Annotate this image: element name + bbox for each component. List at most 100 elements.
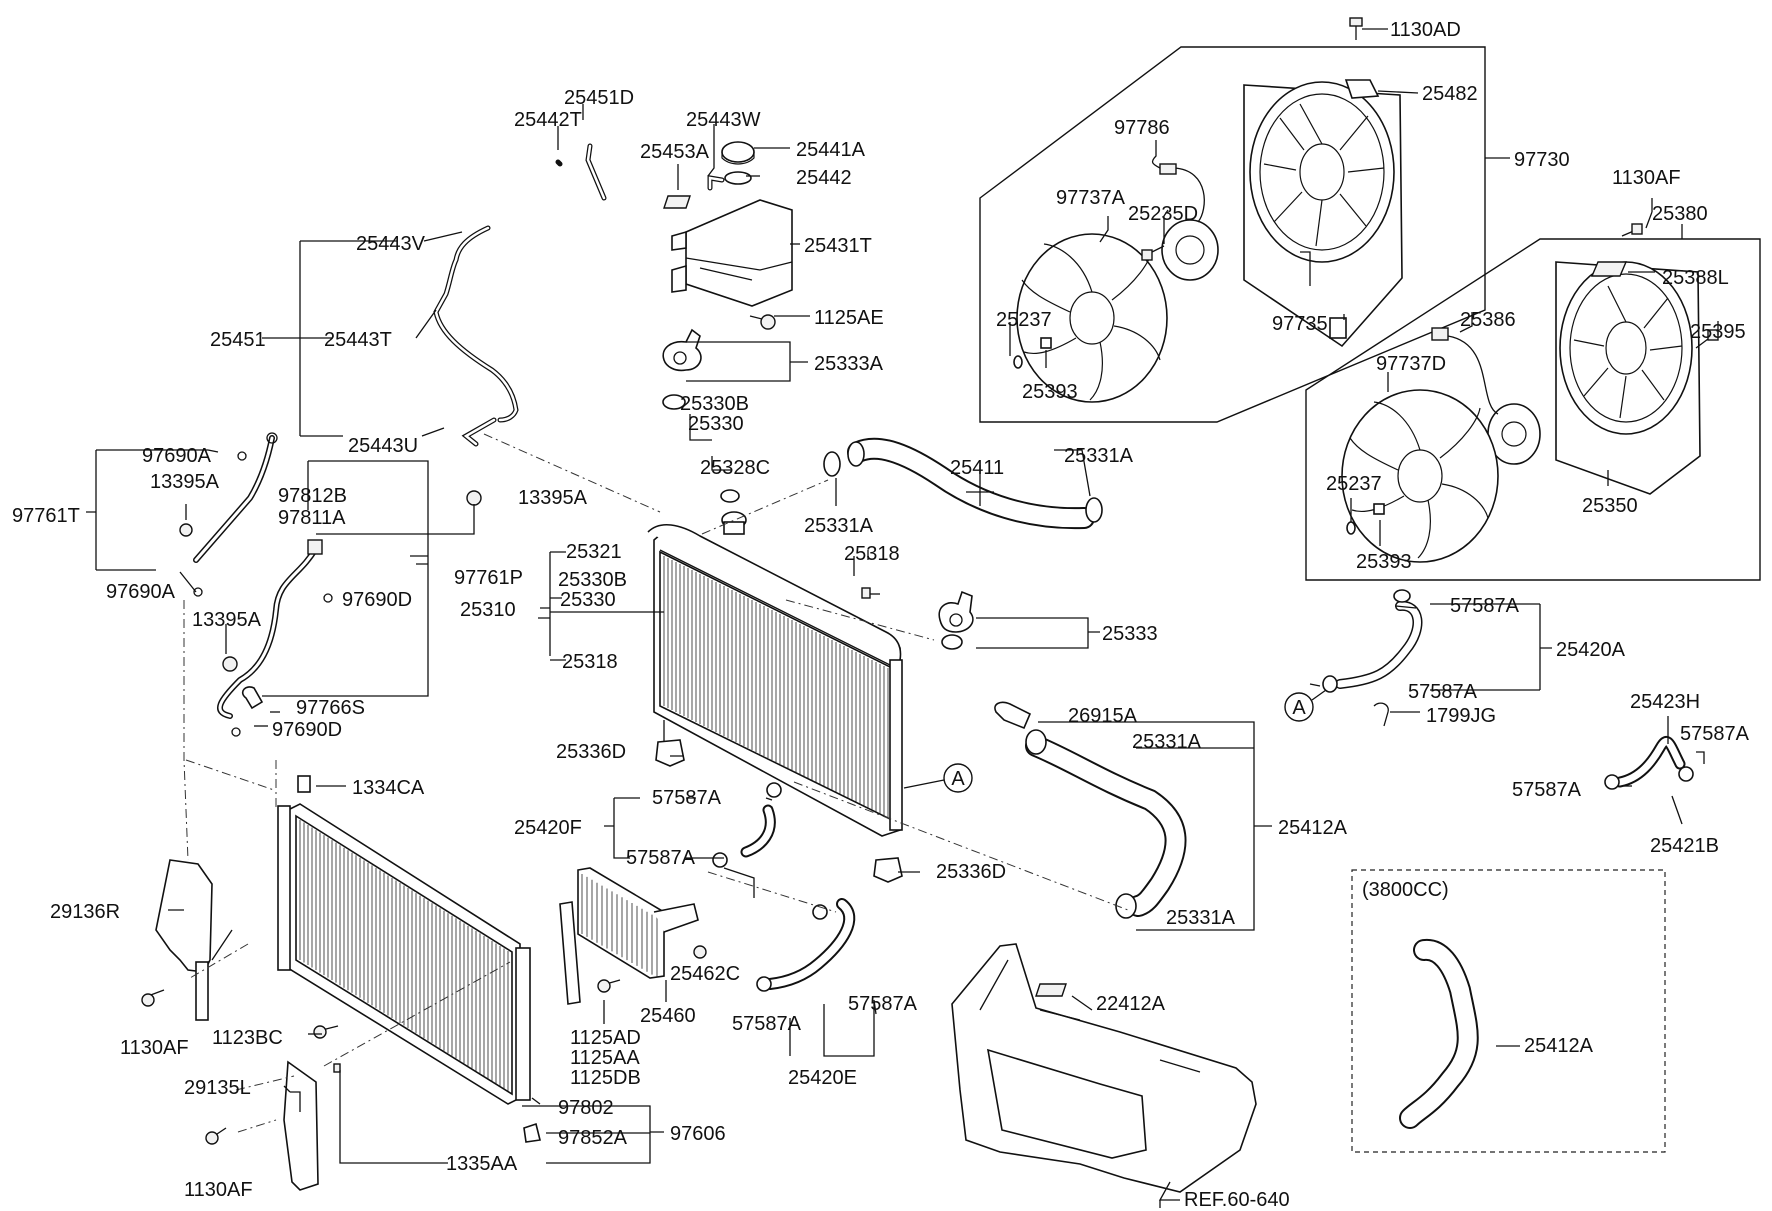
label-57587A-b: 57587A: [1408, 681, 1478, 703]
oring-97690D-a: [323, 593, 333, 603]
label-25310: 25310: [460, 599, 516, 621]
drain-plug-25318: [861, 587, 880, 599]
radiator-25310: [647, 524, 903, 837]
fan-motor-25235D-upper: [1159, 163, 1219, 281]
label-25331A-a: 25331A: [1064, 445, 1134, 467]
hose-clamp-25331A-a: [823, 451, 841, 477]
label-57587A-h: 57587A: [732, 1013, 802, 1035]
label-25453A: 25453A: [640, 141, 710, 163]
label-25386: 25386: [1460, 309, 1516, 331]
label-25443W: 25443W: [686, 109, 761, 131]
reservoir-tank-25431T: [671, 199, 793, 307]
label-25388L: 25388L: [1662, 267, 1729, 289]
label-97811A: 97811A: [278, 507, 346, 529]
hose-clamp-25331A-d: [1115, 893, 1137, 919]
label-1125AA: 1125AA: [570, 1047, 640, 1069]
hose-25420E: [756, 898, 856, 992]
clip-1799JG: [1373, 702, 1389, 727]
label-25331A-d: 25331A: [1166, 907, 1236, 929]
bolt-1125AE: [749, 314, 776, 330]
label-25333A: 25333A: [814, 353, 884, 375]
label-25328C: 25328C: [700, 457, 770, 479]
clip-25393-lower: [1373, 503, 1385, 515]
clip-1335AA: [333, 1063, 341, 1073]
bracket-97852A: [523, 1122, 541, 1143]
label-1123BC: 1123BC: [212, 1027, 283, 1049]
label-97802: 97802: [558, 1097, 614, 1119]
label-25411: 25411: [950, 457, 1004, 479]
label-1125AE: 1125AE: [814, 307, 884, 329]
label-97761P: 97761P: [454, 567, 523, 589]
label-29136R: 29136R: [50, 901, 120, 923]
label-97606: 97606: [670, 1123, 726, 1145]
label-25451D: 25451D: [564, 87, 634, 109]
condenser-97606: [277, 803, 531, 1105]
hose-clamp-25331A-b: [1085, 497, 1103, 523]
label-25462C: 25462C: [670, 963, 740, 985]
label-25442T: 25442T: [514, 109, 582, 131]
ac-line-97761P: [217, 539, 323, 719]
air-guard-29135L: [283, 1060, 319, 1191]
label-97730: 97730: [1514, 149, 1570, 171]
label-25451: 25451: [210, 329, 266, 351]
leader-lines: [86, 28, 1719, 1208]
label-1130AD: 1130AD: [1390, 19, 1461, 41]
fan-blade-97737A: [1016, 233, 1168, 403]
overflow-pipe-25451: [433, 143, 607, 447]
carrier-front-end-22412A: [951, 943, 1257, 1193]
label-97761T: 97761T: [12, 505, 80, 527]
label-25431T: 25431T: [804, 235, 872, 257]
label-22412A: 22412A: [1096, 993, 1166, 1015]
label-97690A-a: 97690A: [142, 445, 212, 467]
mount-insulator-25336D-upper: [655, 739, 685, 767]
label-57587A-e: 57587A: [652, 787, 722, 809]
hose-clamp-25331A-c: [1025, 729, 1047, 755]
label-57587A-c: 57587A: [1680, 723, 1750, 745]
lower-hose-25412A: [1025, 735, 1187, 917]
label-25321: 25321: [566, 541, 622, 563]
radiator-bushing-25330B: [662, 394, 686, 410]
mount-insulator-25336D-lower: [873, 857, 903, 883]
label-1130AF-top: 1130AF: [1612, 167, 1681, 189]
label-25237-lower: 25237: [1326, 473, 1382, 495]
label-25460: 25460: [640, 1005, 696, 1027]
label-1125DB: 1125DB: [570, 1067, 641, 1089]
label-1335AA: 1335AA: [446, 1153, 518, 1175]
air-guard-29136R: [155, 859, 213, 1021]
label-25330B-b: 25330B: [558, 569, 627, 591]
fan-shroud-25350: [1555, 261, 1701, 495]
label-97690D-a: 97690D: [342, 589, 412, 611]
radiator-bracket-25333: [938, 590, 974, 650]
oil-cooler-25460: [559, 867, 699, 1005]
nut-25462C: [693, 945, 707, 959]
oring-97690A-a: [237, 451, 247, 461]
circle-marker-a-hose: A: [1284, 689, 1327, 722]
label-25318-a: 25318: [844, 543, 900, 565]
bolt-25235D: [1141, 245, 1165, 261]
part-labels: 1130AD 25482 97730 97786 97737A 25235D 1…: [12, 19, 1750, 1211]
label-3800CC: (3800CC): [1362, 879, 1449, 901]
label-25237-upper: 25237: [996, 309, 1052, 331]
label-13395A-b: 13395A: [518, 487, 588, 509]
clip-25482: [1344, 79, 1380, 99]
upper-hose-25411: [847, 437, 1095, 530]
label-25420A: 25420A: [1556, 639, 1626, 661]
radiator-cap-25330: [721, 511, 747, 535]
reservoir-cap-25441A: [721, 141, 755, 165]
overflow-hose-25443W: [707, 175, 725, 191]
bolt-1130AF-b: [205, 1127, 227, 1145]
hose-25423H: [1604, 736, 1694, 790]
label-25420F: 25420F: [514, 817, 582, 839]
label-25412A-b: 25412A: [1524, 1035, 1594, 1057]
reservoir-seal-25442: [724, 171, 752, 185]
label-25441A: 25441A: [796, 139, 866, 161]
reservoir-label-25453A: [663, 195, 691, 209]
label-REF-60-640: REF.60-640: [1184, 1189, 1290, 1211]
label-25330-b: 25330: [560, 589, 616, 611]
label-13395A-c: 13395A: [192, 609, 262, 631]
label-25333: 25333: [1102, 623, 1158, 645]
bolt-1130AF-upper-right: [1621, 223, 1643, 237]
label-25380: 25380: [1652, 203, 1708, 225]
label-1130AF-b: 1130AF: [184, 1179, 253, 1201]
